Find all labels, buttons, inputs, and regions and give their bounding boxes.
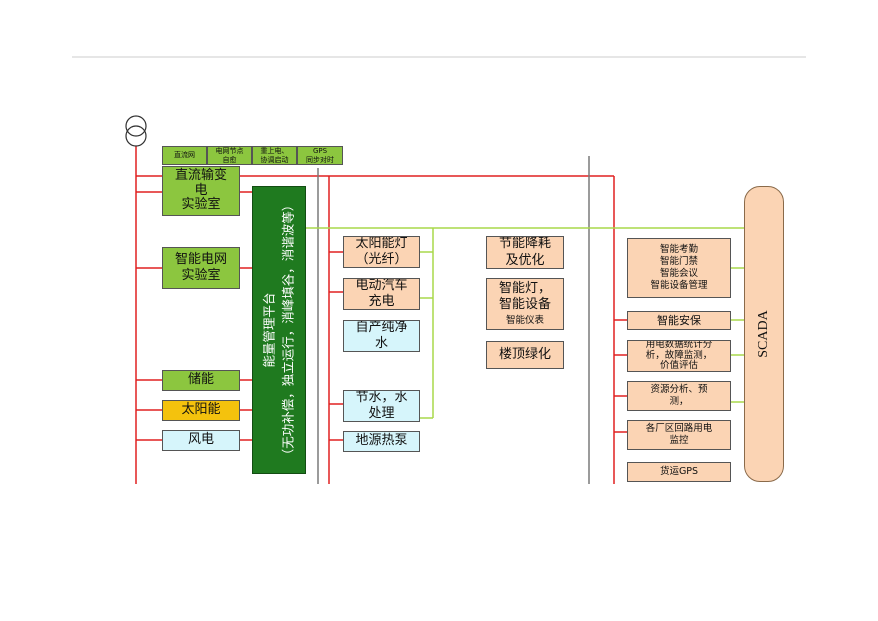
tag-grid-node-self-healing: 电网节点 自愈 — [207, 146, 252, 165]
ground-heat-pump-box: 地源热泵 — [343, 431, 420, 452]
freight-gps-box: 货运GPS — [627, 462, 731, 482]
wind-box: 风电 — [162, 430, 240, 451]
tag-dc-network: 直流网 — [162, 146, 207, 165]
smart-management-box: 智能考勤 智能门禁 智能会议 智能设备管理 — [627, 238, 731, 298]
water-saving-box: 节水，水 处理 — [343, 390, 420, 422]
solar-lamp-box: 太阳能灯 （光纤） — [343, 236, 420, 268]
dc-lab-box: 直流输变 电 实验室 — [162, 166, 240, 216]
roof-green-box: 楼顶绿化 — [486, 341, 564, 369]
platform-label: 能量管理平台 （无功补偿，独立运行，消峰填谷，消谐波等） — [261, 198, 295, 462]
circuit-monitoring-box: 各厂区回路用电 监控 — [627, 420, 731, 450]
smart-lamp-label: 智能灯， 智能设备 — [498, 280, 551, 313]
smart-lamp-device-box: 智能灯， 智能设备 智能仪表 — [486, 278, 564, 330]
smart-meter-label: 智能仪表 — [505, 315, 544, 327]
energy-saving-box: 节能降耗 及优化 — [486, 236, 564, 269]
pure-water-box: 自产纯净 水 — [343, 320, 420, 352]
smart-security-box: 智能安保 — [627, 311, 731, 330]
smart-grid-lab-box: 智能电网 实验室 — [162, 247, 240, 289]
storage-box: 储能 — [162, 370, 240, 391]
scada-label: SCADA — [756, 310, 771, 358]
green-bus — [306, 227, 744, 419]
gray-bus — [317, 156, 590, 484]
solar-box: 太阳能 — [162, 400, 240, 421]
transformer-icon — [125, 115, 147, 147]
resource-analysis-box: 资源分析、预 测， — [627, 381, 731, 411]
tag-coordinated-startup: 重上电、 协调启动 — [252, 146, 297, 165]
tag-gps-sync: GPS 同步对时 — [297, 146, 343, 165]
scada-box: SCADA — [744, 186, 784, 482]
ev-charging-box: 电动汽车 充电 — [343, 278, 420, 310]
power-statistics-box: 用电数据统计分 析，故障监测， 价值评估 — [627, 340, 731, 372]
energy-management-platform: 能量管理平台 （无功补偿，独立运行，消峰填谷，消谐波等） — [252, 186, 306, 474]
